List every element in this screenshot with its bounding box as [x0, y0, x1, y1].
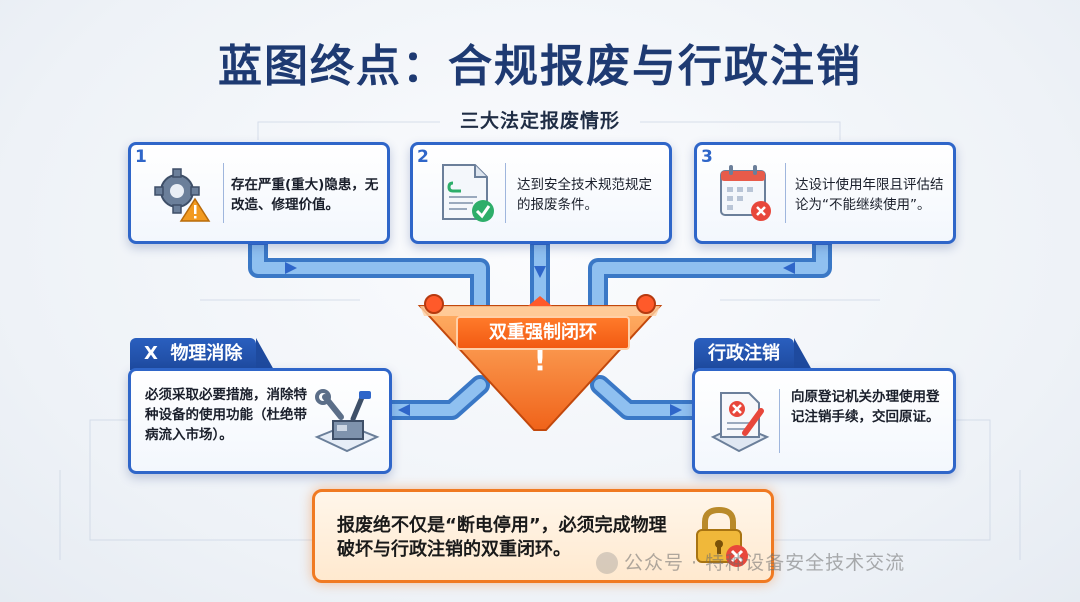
- page-title: 蓝图终点：合规报废与行政注销: [218, 41, 862, 92]
- tools-device-icon: [314, 389, 380, 453]
- physical-elimination-card: 必须采取必要措施，消除特种设备的使用功能（杜绝带病流入市场）。: [128, 368, 392, 474]
- alarm-light-icon: [424, 294, 444, 314]
- physical-elimination-text: 必须采取必要措施，消除特种设备的使用功能（杜绝带病流入市场）。: [145, 387, 307, 443]
- condition-text: 存在严重(重大)隐患，无改造、修理价值。: [231, 177, 379, 213]
- administrative-deregistration-tab: 行政注销: [694, 338, 812, 370]
- condition-number: 2: [417, 147, 429, 167]
- hub-label: 双重强制闭环: [456, 316, 630, 350]
- physical-elimination-tab: X 物理消除: [130, 338, 275, 370]
- gear-warning-icon: [154, 168, 211, 222]
- tab-label: 物理消除: [170, 343, 243, 364]
- condition-card-1: 1 存在严重(重大)隐患，无改造、修理价值。: [128, 142, 390, 244]
- document-check-icon: [442, 164, 494, 222]
- administrative-deregistration-text: 向原登记机关办理使用登记注销手续，交回原证。: [791, 389, 940, 425]
- alarm-light-icon: [636, 294, 656, 314]
- conclusion-text: 报废绝不仅是“断电停用”，必须完成物理破坏与行政注销的双重闭环。: [337, 515, 667, 560]
- condition-number: 3: [701, 147, 713, 167]
- condition-number: 1: [135, 147, 147, 167]
- condition-card-2: 2 达到安全技术规范规定的报废条件。: [410, 142, 672, 244]
- tab-label: 行政注销: [708, 343, 780, 364]
- conclusion-box: 报废绝不仅是“断电停用”，必须完成物理破坏与行政注销的双重闭环。: [312, 489, 774, 583]
- calendar-x-icon: [720, 165, 771, 221]
- section-title: 三大法定报废情形: [459, 110, 620, 132]
- watermark-badge-icon: [596, 552, 618, 574]
- document-cancel-icon: [710, 392, 770, 453]
- warning-mark: !: [533, 344, 547, 377]
- condition-text: 达到安全技术规范规定的报废条件。: [517, 177, 652, 213]
- cross-mark-icon: X: [144, 343, 158, 364]
- condition-text: 达设计使用年限且评估结论为“不能继续使用”。: [795, 177, 944, 213]
- watermark: 公众号 · 特种设备安全技术交流: [624, 552, 906, 574]
- administrative-deregistration-card: 向原登记机关办理使用登记注销手续，交回原证。: [692, 368, 956, 474]
- condition-card-3: 3 达设计使用年限且评估结论为“不能继续使用”。: [694, 142, 956, 244]
- lock-cancel-icon: [696, 506, 748, 567]
